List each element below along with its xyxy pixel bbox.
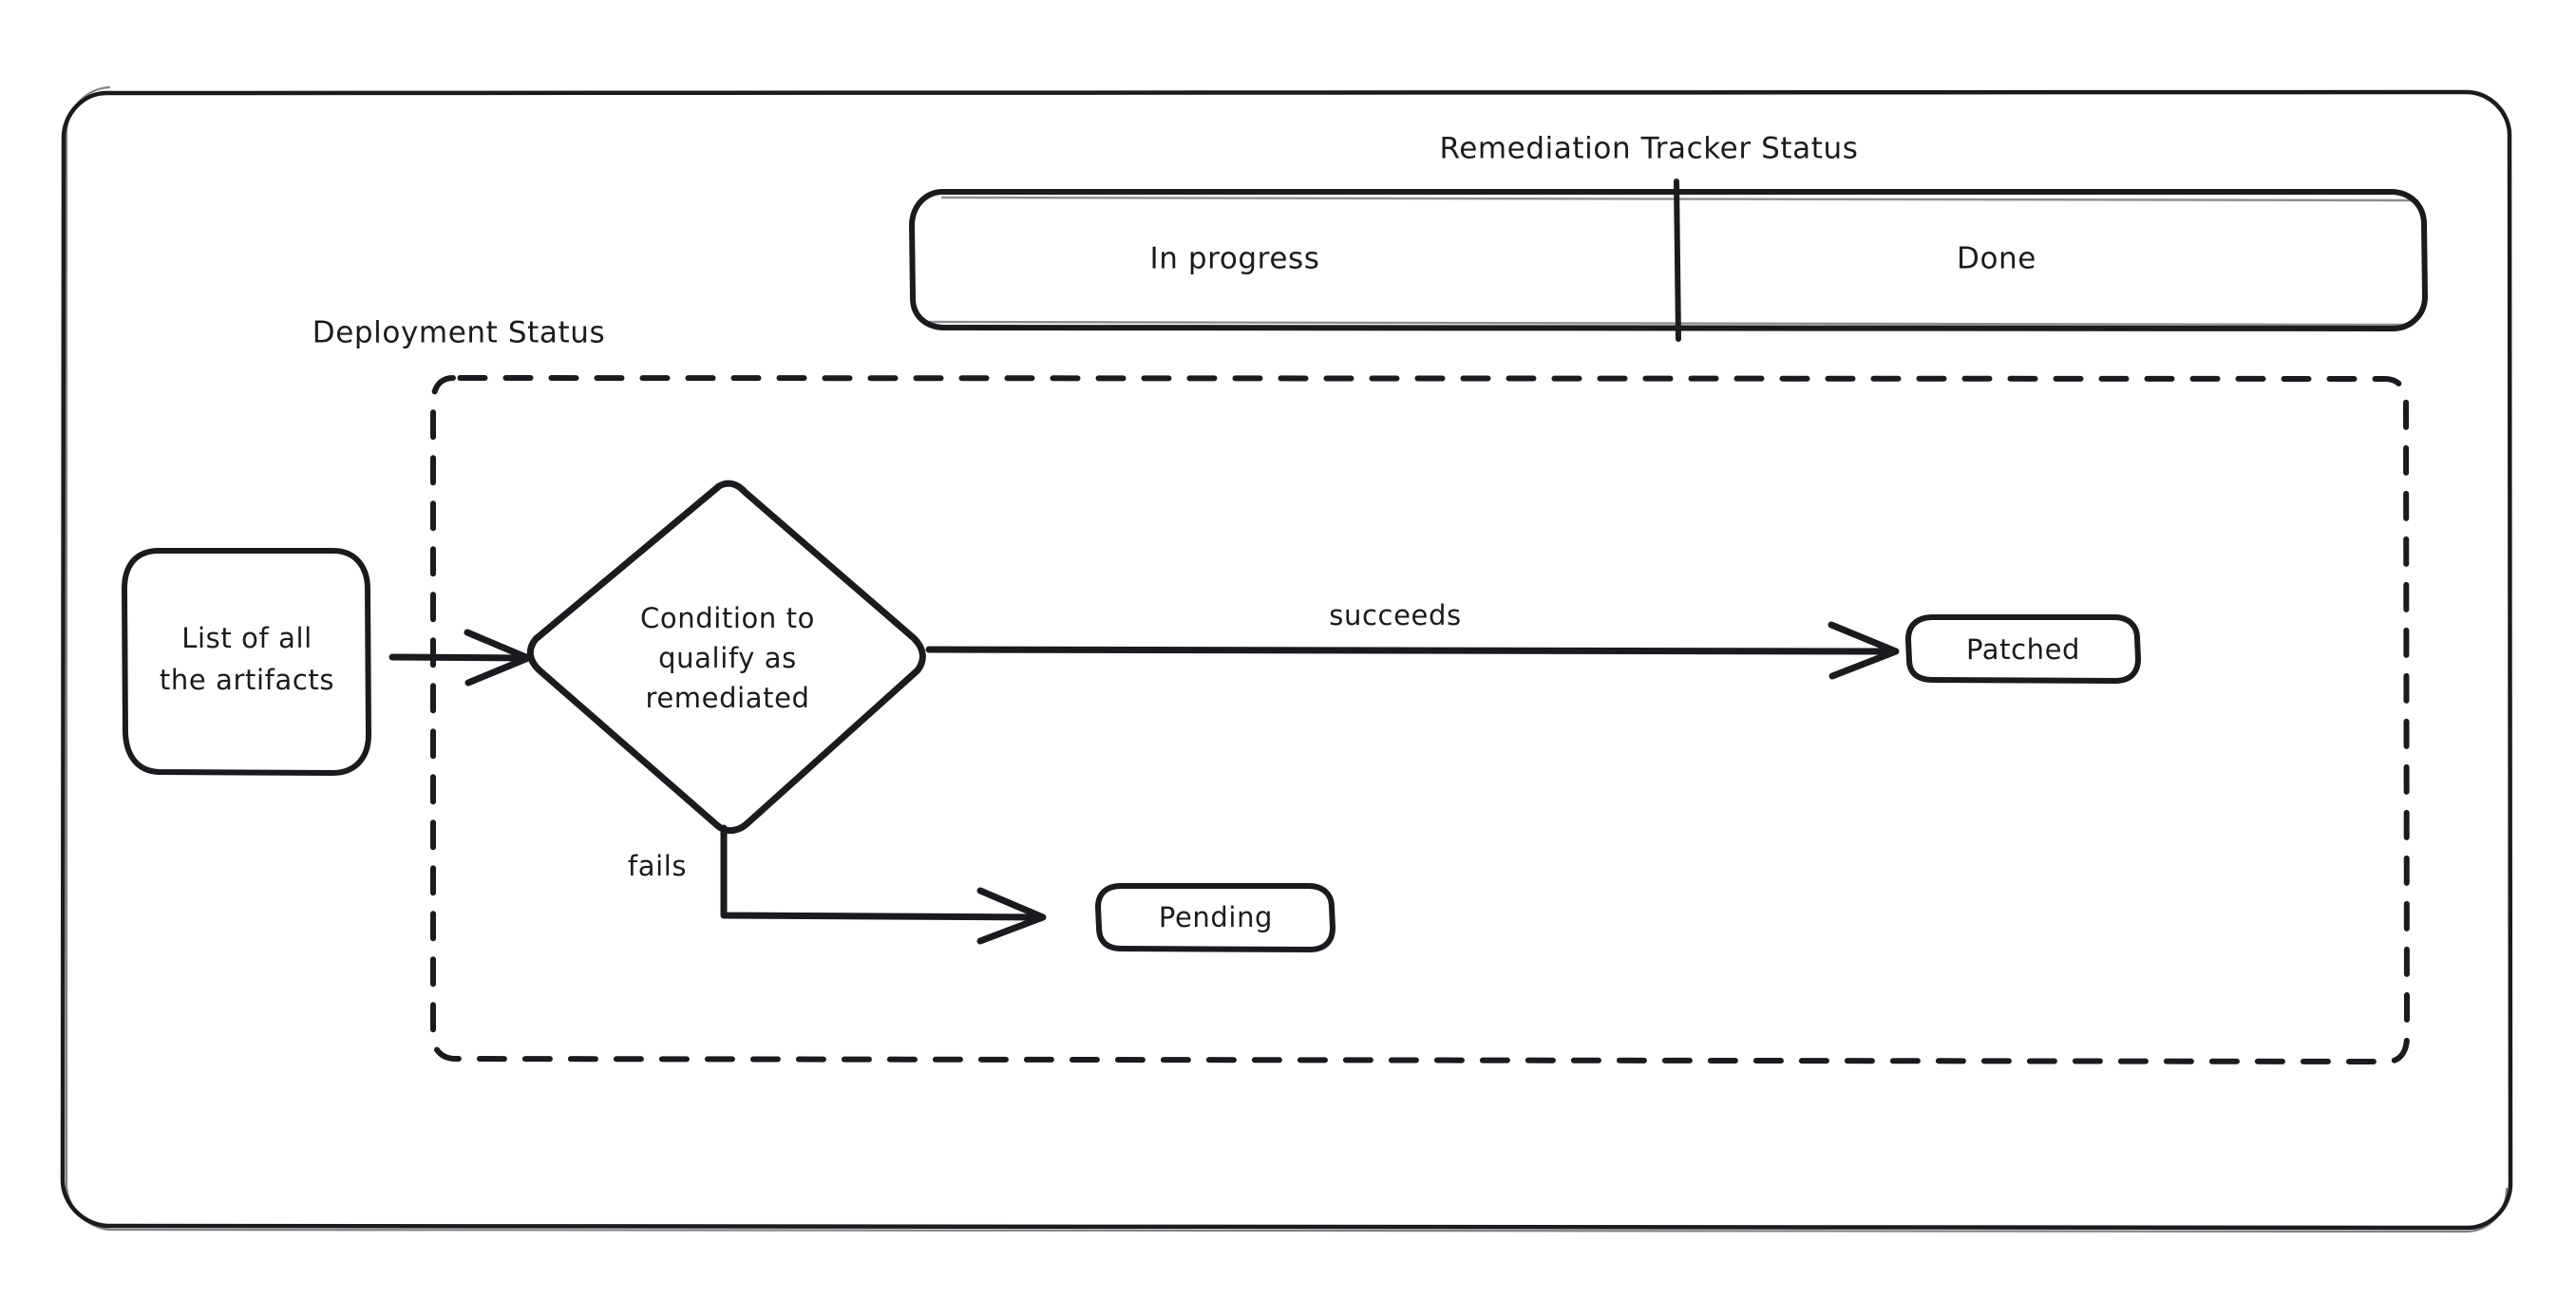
node-label-line-2: the artifacts [160, 664, 334, 696]
edge-succeeds: succeeds [925, 599, 1900, 680]
node-label-line-1: List of all [181, 622, 313, 654]
edge-fails: fails [628, 824, 1047, 945]
tracker-cell-done[interactable]: Done [1957, 242, 2036, 276]
diagram-outer-frame [60, 85, 2513, 1233]
edge-label-succeeds: succeeds [1329, 599, 1461, 631]
edge-artifacts-to-decision [388, 629, 532, 687]
decision-label-line-2: qualify as [658, 642, 797, 674]
decision-label-line-3: remediated [645, 682, 809, 714]
node-pending[interactable]: Pending [1095, 883, 1335, 952]
tracker-cell-label: In progress [1149, 242, 1319, 276]
deployment-status-title: Deployment Status [313, 316, 605, 350]
tracker-cell-in-progress[interactable]: In progress [1149, 242, 1319, 276]
tracker-title: Remediation Tracker Status [1439, 132, 1858, 166]
tracker-cell-label: Done [1957, 242, 2036, 276]
remediation-tracker-table: In progress Done [909, 179, 2428, 342]
node-label-pending: Pending [1159, 901, 1273, 933]
edge-label-fails: fails [628, 850, 687, 882]
tracker-cell-divider [1674, 179, 1681, 342]
node-condition-decision[interactable]: Condition to qualify as remediated [526, 480, 926, 835]
decision-label-line-1: Condition to [640, 602, 815, 634]
node-patched[interactable]: Patched [1905, 614, 2141, 684]
node-list-of-artifacts[interactable]: List of all the artifacts [122, 548, 371, 776]
node-label-patched: Patched [1966, 633, 2080, 666]
